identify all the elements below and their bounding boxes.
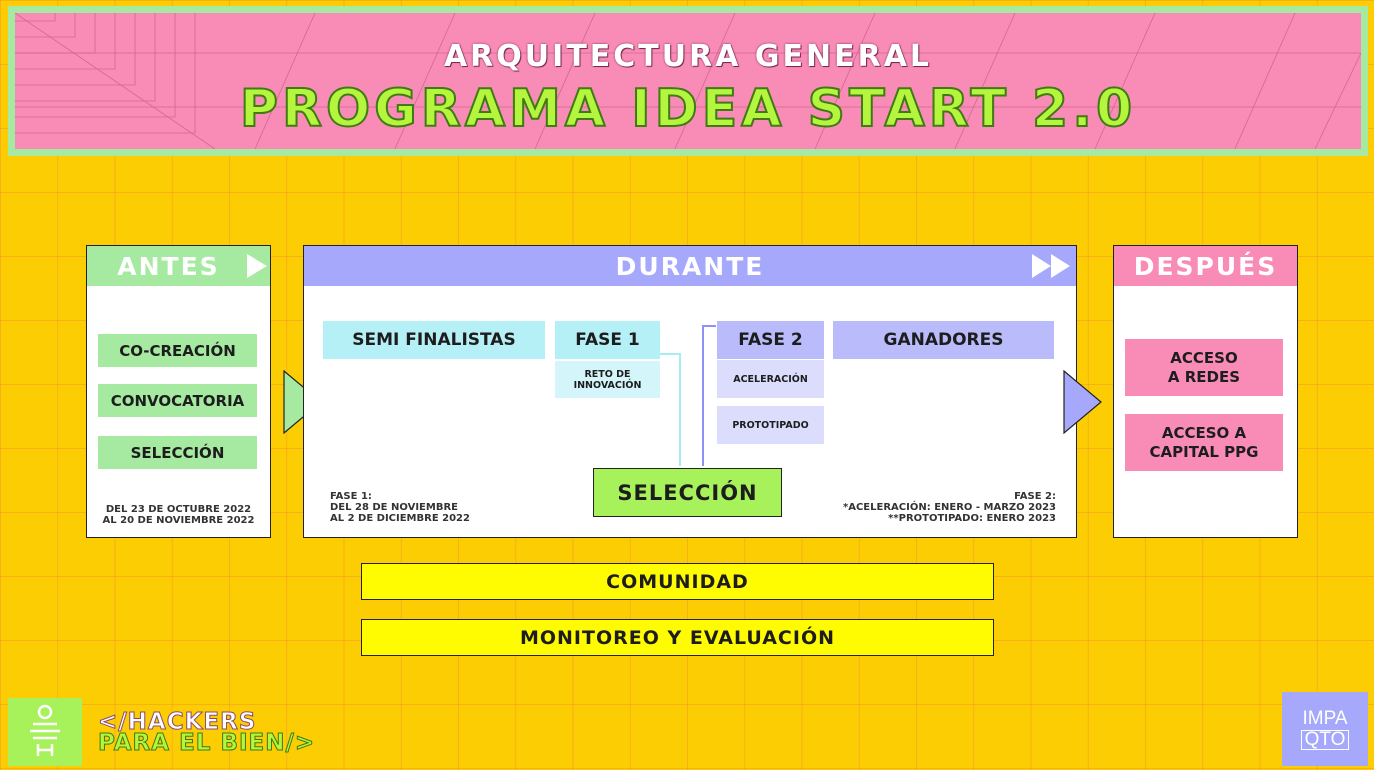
fase1-box: FASE 1 [555, 321, 660, 359]
header-title: PROGRAMA IDEA START 2.0 [239, 78, 1137, 140]
antes-panel: ANTES CO-CREACIÓN CONVOCATORIA SELECCIÓN… [86, 245, 271, 538]
fase2-note-line1: FASE 2: [1014, 491, 1056, 502]
fase1-note-line1: FASE 1: [330, 491, 372, 502]
fase2-note-line2: *ACELERACIÓN: ENERO - MARZO 2023 [843, 502, 1056, 513]
aceleracion-box: ACELERACIÓN [717, 360, 824, 398]
acceso-capital-box: ACCESO A CAPITAL PPG [1125, 414, 1283, 471]
impaqto-line2: QTO [1300, 730, 1350, 750]
hackers-brand: </HACKERS PARA EL BIEN/> [97, 709, 316, 756]
hackers-logo-icon [30, 704, 60, 756]
semi-finalistas-box: SEMI FINALISTAS [323, 321, 545, 359]
despues-title: DESPUÉS [1133, 251, 1278, 281]
despues-panel: DESPUÉS ACCESO A REDES ACCESO A CAPITAL … [1113, 245, 1298, 538]
antes-dates-line2: AL 20 DE NOVIEMBRE 2022 [102, 515, 255, 526]
seleccion-box: SELECCIÓN [593, 468, 782, 517]
reto-line2: INNOVACIÓN [573, 379, 642, 391]
acceso-redes-line2: A REDES [1167, 367, 1241, 386]
hackers-logo-tile [8, 698, 82, 766]
monitoreo-bar: MONITOREO Y EVALUACIÓN [361, 619, 994, 656]
fase1-note-line3: AL 2 DE DICIEMBRE 2022 [330, 513, 470, 524]
hackers-brand-line2: PARA EL BIEN/> [97, 730, 316, 756]
antes-item-convocatoria: CONVOCATORIA [98, 384, 257, 417]
fase2-note-line3: **PROTOTIPADO: ENERO 2023 [888, 513, 1056, 524]
impaqto-logo: IMPA QTO [1282, 692, 1368, 766]
antes-dates: DEL 23 DE OCTUBRE 2022 AL 20 DE NOVIEMBR… [87, 504, 270, 526]
fase2-note: FASE 2: *ACELERACIÓN: ENERO - MARZO 2023… [843, 491, 1056, 524]
durante-to-despues-arrow-icon [1063, 370, 1102, 434]
fast-forward-icon [1032, 254, 1070, 278]
header-grid-pattern [15, 13, 1361, 149]
antes-item-cocreacion: CO-CREACIÓN [98, 334, 257, 367]
reto-innovacion-box: RETO DE INNOVACIÓN [555, 361, 660, 398]
header-subtitle: ARQUITECTURA GENERAL [443, 39, 933, 74]
durante-panel: DURANTE SEMI FINALISTAS FASE 1 RETO DE I… [303, 245, 1077, 538]
acceso-redes-box: ACCESO A REDES [1125, 339, 1283, 396]
antes-header: ANTES [87, 246, 270, 286]
acceso-redes-line1: ACCESO [1170, 348, 1238, 367]
durante-title: DURANTE [615, 251, 765, 281]
antes-title: ANTES [117, 251, 220, 281]
durante-header: DURANTE [304, 246, 1076, 286]
fase1-note-line2: DEL 28 DE NOVIEMBRE [330, 502, 458, 513]
fase1-note: FASE 1: DEL 28 DE NOVIEMBRE AL 2 DE DICI… [330, 491, 470, 524]
antes-dates-line1: DEL 23 DE OCTUBRE 2022 [105, 504, 252, 515]
connector-lines [660, 325, 716, 466]
hackers-brand-line1: </HACKERS [97, 709, 257, 735]
impaqto-line1: IMPA [1302, 708, 1348, 729]
acceso-capital-line1: ACCESO A [1161, 423, 1247, 442]
reto-line1: RETO DE [584, 368, 631, 380]
fase2-box: FASE 2 [717, 321, 824, 359]
play-arrow-icon [247, 254, 267, 278]
ganadores-box: GANADORES [833, 321, 1054, 359]
header-banner: ARQUITECTURA GENERAL PROGRAMA IDEA START… [8, 6, 1368, 156]
prototipado-box: PROTOTIPADO [717, 406, 824, 444]
despues-header: DESPUÉS [1114, 246, 1297, 286]
comunidad-bar: COMUNIDAD [361, 563, 994, 600]
antes-to-durante-arrow-icon [283, 370, 322, 434]
acceso-capital-line2: CAPITAL PPG [1149, 442, 1259, 461]
antes-item-seleccion: SELECCIÓN [98, 436, 257, 469]
impaqto-logo-text: IMPA QTO [1282, 708, 1368, 750]
